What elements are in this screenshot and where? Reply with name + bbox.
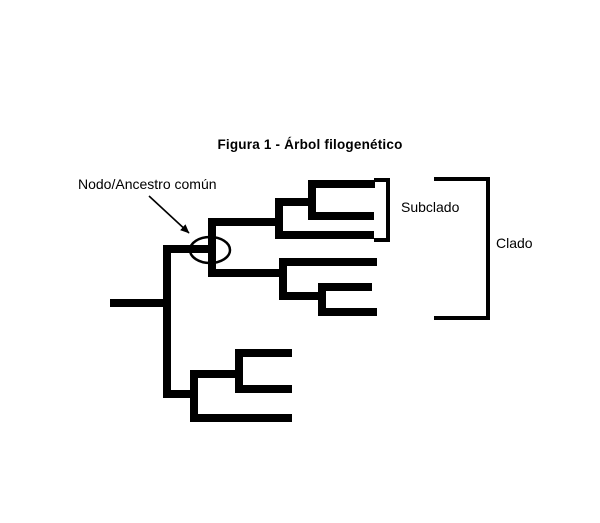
tree-branch-segment bbox=[308, 180, 375, 188]
bracket-shapes bbox=[374, 177, 490, 320]
tree-branch-segment bbox=[275, 198, 316, 206]
node-ancestor-label: Nodo/Ancestro común bbox=[78, 176, 217, 192]
annotations bbox=[148, 195, 232, 265]
subclado-bracket bbox=[374, 178, 390, 182]
figure-title: Figura 1 - Árbol filogenético bbox=[217, 137, 403, 152]
node-circle bbox=[188, 235, 232, 265]
subclado-bracket bbox=[386, 178, 390, 242]
clade-label: Clado bbox=[496, 235, 533, 251]
clado-bracket bbox=[486, 177, 490, 320]
tree-branch-segment bbox=[208, 269, 287, 277]
tree-branches bbox=[110, 180, 377, 422]
tree-branch-segment bbox=[110, 299, 171, 307]
subclade-label: Subclado bbox=[401, 199, 460, 215]
tree-branch-segment bbox=[318, 283, 372, 291]
tree-branch-segment bbox=[308, 180, 316, 220]
tree-branch-segment bbox=[279, 258, 287, 300]
tree-branch-segment bbox=[275, 231, 374, 239]
tree-branch-segment bbox=[275, 198, 283, 239]
subclado-bracket bbox=[374, 238, 390, 242]
node-pointer-arrow bbox=[148, 195, 190, 234]
tree-branch-segment bbox=[208, 218, 216, 277]
tree-branch-segment bbox=[235, 349, 292, 357]
clado-bracket bbox=[434, 316, 490, 320]
tree-branch-segment bbox=[190, 414, 292, 422]
tree-branch-segment bbox=[235, 385, 292, 393]
tree-branch-segment bbox=[163, 245, 171, 398]
tree-branch-segment bbox=[279, 258, 377, 266]
tree-branch-segment bbox=[318, 308, 377, 316]
tree-branch-segment bbox=[235, 349, 243, 393]
clado-bracket bbox=[434, 177, 490, 181]
tree-branch-segment bbox=[190, 370, 243, 378]
tree-branch-segment bbox=[163, 390, 198, 398]
tree-branch-segment bbox=[279, 292, 326, 300]
tree-branch-segment bbox=[208, 218, 283, 226]
tree-branch-segment bbox=[318, 283, 326, 316]
tree-branch-segment bbox=[308, 212, 374, 220]
tree-branch-segment bbox=[190, 370, 198, 422]
